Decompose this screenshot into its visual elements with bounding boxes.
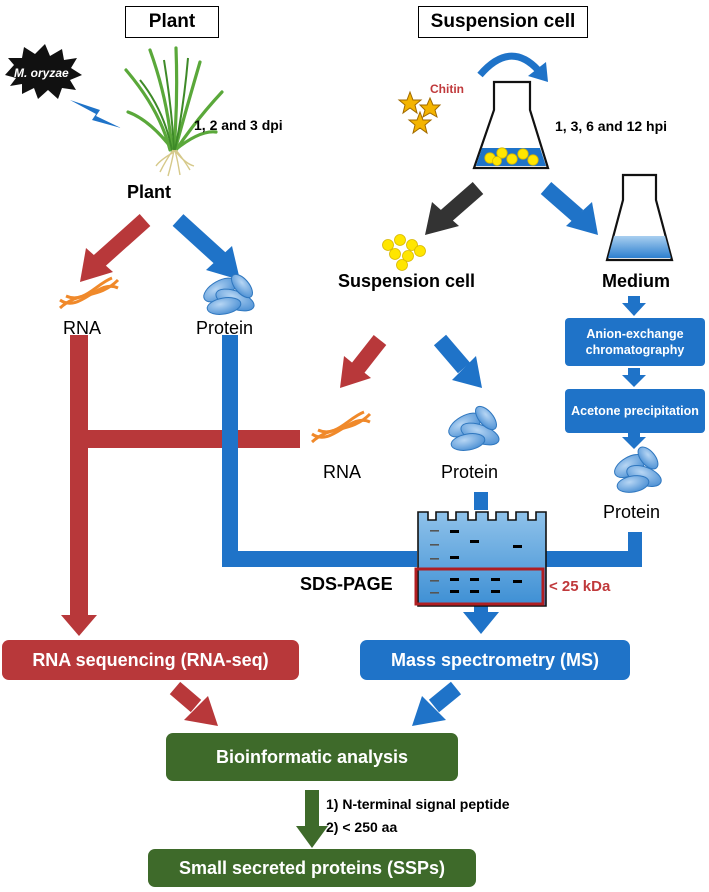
kda-label: < 25 kDa bbox=[549, 578, 611, 595]
protein-label-right: Protein bbox=[603, 502, 661, 522]
plant-label: Plant bbox=[127, 182, 172, 202]
arrow-chitin-to-flask bbox=[477, 52, 548, 82]
rice-plant-icon bbox=[124, 46, 224, 177]
plant-header: Plant bbox=[125, 6, 219, 38]
arrow-medium-steps bbox=[622, 296, 646, 449]
sds-page-gel-icon bbox=[417, 511, 547, 607]
arrow-plant-to-protein bbox=[172, 214, 240, 280]
sds-page-label: SDS-PAGE bbox=[300, 574, 393, 594]
criteria-length: 2) < 250 aa bbox=[326, 819, 398, 835]
criteria-signal-peptide: 1) N-terminal signal peptide bbox=[326, 796, 510, 812]
medium-flask-icon bbox=[605, 173, 674, 262]
arrow-gel-to-ms bbox=[463, 606, 499, 634]
suspension-timepoints: 1, 3, 6 and 12 hpi bbox=[555, 118, 668, 134]
connector-lines bbox=[70, 335, 642, 618]
protein-label-left: Protein bbox=[196, 318, 254, 338]
rna-label-mid: RNA bbox=[323, 462, 362, 482]
bioinformatic-analysis-box: Bioinformatic analysis bbox=[166, 733, 458, 781]
rna-icon-mid bbox=[310, 410, 372, 444]
pathogen-splat-icon bbox=[5, 44, 82, 99]
protein-icon-mid bbox=[448, 405, 500, 451]
suspension-cells-icon bbox=[382, 234, 426, 271]
suspension-cell-label: Suspension cell bbox=[338, 271, 476, 291]
protein-icon-left bbox=[203, 273, 255, 315]
protein-label-mid: Protein bbox=[441, 462, 499, 482]
chitin-label: Chitin bbox=[430, 82, 464, 96]
arrow-flask-to-suspension bbox=[425, 181, 484, 235]
lightning-icon bbox=[70, 100, 121, 128]
rna-label-left: RNA bbox=[63, 318, 102, 338]
arrow-bioinfo-to-ssp bbox=[296, 790, 328, 848]
suspension-header: Suspension cell bbox=[418, 6, 588, 38]
arrow-flask-to-medium bbox=[540, 181, 598, 235]
chitin-stars-icon bbox=[397, 90, 442, 135]
arrow-rnaseq-to-bioinfo bbox=[169, 681, 218, 726]
medium-label: Medium bbox=[602, 271, 671, 291]
ssp-box: Small secreted proteins (SSPs) bbox=[148, 849, 476, 887]
arrow-plant-to-rna bbox=[80, 214, 151, 282]
arrow-suspension-to-rna bbox=[340, 335, 387, 388]
plant-timepoints: 1, 2 and 3 dpi bbox=[194, 117, 283, 133]
arrow-ms-to-bioinfo bbox=[412, 681, 462, 726]
mass-spectrometry-box: Mass spectrometry (MS) bbox=[360, 640, 630, 680]
arrow-rna-to-rnaseq bbox=[61, 615, 97, 636]
rna-seq-box: RNA sequencing (RNA-seq) bbox=[2, 640, 299, 680]
rna-icon-left bbox=[58, 276, 120, 310]
anion-exchange-box: Anion-exchange chromatography bbox=[565, 318, 705, 366]
arrow-suspension-to-protein bbox=[433, 334, 482, 388]
gel-selection-box bbox=[414, 567, 545, 606]
pathogen-label: M. oryzae bbox=[14, 66, 69, 80]
protein-icon-right bbox=[614, 446, 662, 493]
acetone-precipitation-box: Acetone precipitation bbox=[565, 389, 705, 433]
culture-flask-icon bbox=[472, 80, 550, 170]
